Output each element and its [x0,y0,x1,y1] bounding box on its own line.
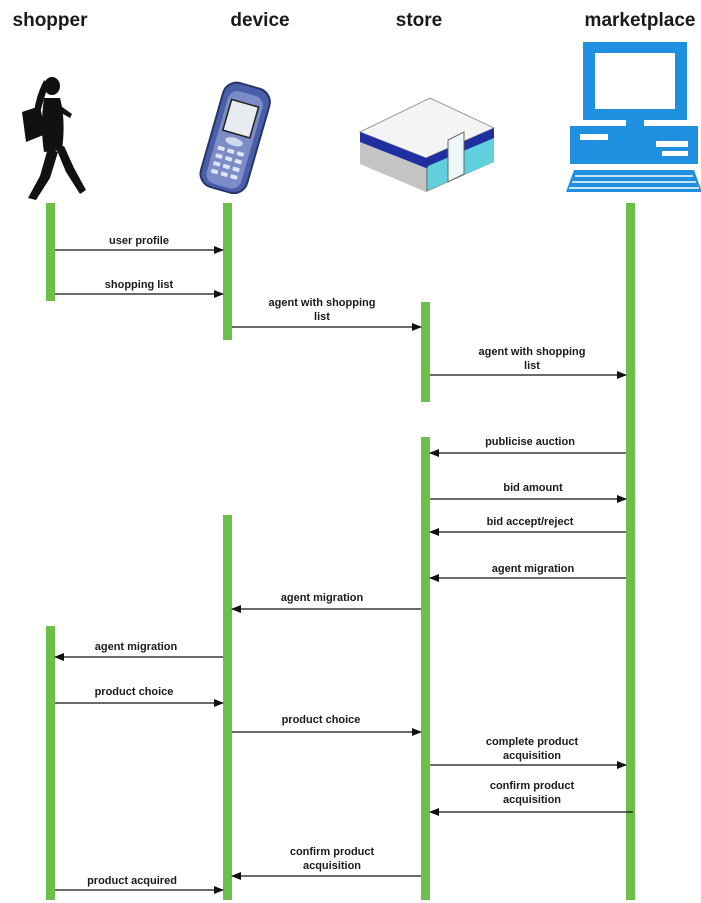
actor-label-device: device [230,10,289,31]
lifeline-store-2 [421,437,430,900]
lifeline-marketplace [626,203,635,900]
message-label: acquisition [503,794,561,806]
message-11: product choice [55,686,224,707]
store-building-icon [358,97,496,192]
desktop-computer-icon [566,42,701,192]
message-label: product choice [282,714,361,726]
actor-label-marketplace: marketplace [585,10,696,31]
message-4: agent with shopping list [430,346,627,379]
message-9: agent migration [231,592,421,613]
message-label: confirm product [490,780,575,792]
message-7: bid accept/reject [429,516,626,536]
message-label: bid accept/reject [487,516,574,528]
mobile-phone-icon [199,81,271,195]
message-13: complete product acquisition [430,736,627,769]
message-label: publicise auction [485,436,575,448]
lifeline-shopper-2 [46,626,55,900]
walking-person-icon [22,77,86,200]
message-10: agent migration [54,641,223,661]
actor-label-shopper: shopper [13,10,89,31]
actor-label-store: store [396,10,442,31]
lifeline-store-1 [421,302,430,402]
message-label: agent with shopping [269,297,376,309]
message-3: agent with shopping list [232,297,422,331]
message-label: bid amount [503,482,563,494]
message-16: product acquired [55,875,224,894]
message-label: list [524,360,540,372]
message-label: confirm product [290,846,375,858]
message-label: agent with shopping [479,346,586,358]
message-15: confirm product acquisition [231,846,421,880]
lifeline-device-2 [223,515,232,900]
lifeline-shopper-1 [46,203,55,301]
message-label: product choice [95,686,174,698]
message-label: product acquired [87,875,177,887]
message-label: agent migration [492,563,575,575]
lifeline-device-1 [223,203,232,340]
message-label: complete product [486,736,579,748]
message-label: agent migration [95,641,178,653]
message-5: publicise auction [429,436,626,457]
message-14: confirm product acquisition [429,780,633,816]
message-label: user profile [109,235,169,247]
message-12: product choice [232,714,422,736]
message-label: acquisition [303,860,361,872]
message-6: bid amount [430,482,627,503]
message-2: shopping list [55,279,224,298]
message-1: user profile [55,235,224,254]
message-label: shopping list [105,279,174,291]
message-label: acquisition [503,750,561,762]
message-8: agent migration [429,563,626,582]
message-label: list [314,311,330,323]
message-label: agent migration [281,592,364,604]
